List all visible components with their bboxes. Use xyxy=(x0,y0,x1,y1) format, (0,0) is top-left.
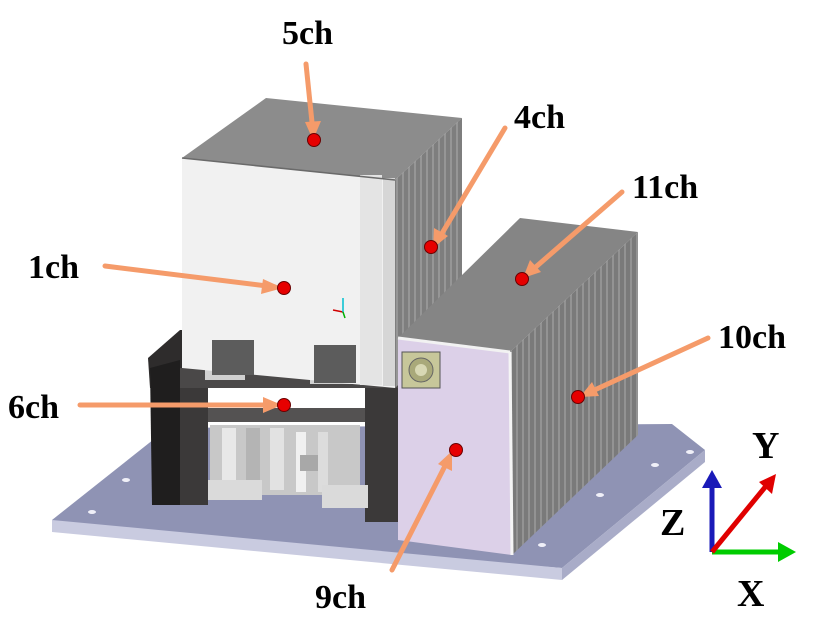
axis-y-label: Y xyxy=(752,425,779,467)
arrowhead-4ch xyxy=(433,228,448,248)
axis-z-head xyxy=(702,470,722,488)
arrowhead-11ch xyxy=(523,260,541,278)
arrowhead-9ch xyxy=(438,451,452,471)
arrowhead-10ch xyxy=(580,382,599,397)
sensor-6ch xyxy=(277,398,291,412)
sensor-11ch xyxy=(515,272,529,286)
slide-mechanism xyxy=(208,425,368,508)
sensor-points xyxy=(277,133,585,457)
label-6ch: 6ch xyxy=(8,389,59,426)
label-1ch: 1ch xyxy=(28,249,79,286)
axis-x-label: X xyxy=(737,573,764,615)
arrow-5ch xyxy=(303,61,316,135)
arrow-9ch xyxy=(389,457,451,573)
axis-triad: Y Z X xyxy=(660,425,796,615)
callout-arrows xyxy=(77,61,711,573)
arrow-heads xyxy=(261,121,599,471)
sensor-5ch xyxy=(307,133,321,147)
axis-x-head xyxy=(778,542,796,562)
label-5ch: 5ch xyxy=(282,15,333,52)
sensor-1ch xyxy=(277,281,291,295)
axis-y-head xyxy=(759,474,776,494)
arrowhead-1ch xyxy=(261,279,283,294)
label-9ch: 9ch xyxy=(315,579,366,616)
sensor-9ch xyxy=(449,443,463,457)
arrow-1ch xyxy=(102,263,278,290)
arrow-4ch xyxy=(435,125,508,243)
axis-y-line xyxy=(710,484,768,554)
arrow-10ch xyxy=(585,335,711,396)
sensor-4ch xyxy=(424,240,438,254)
label-10ch: 10ch xyxy=(718,319,786,356)
arrowhead-6ch xyxy=(263,397,282,413)
arrowhead-5ch xyxy=(305,121,321,140)
arrow-11ch xyxy=(527,189,625,275)
label-11ch: 11ch xyxy=(632,169,698,206)
label-4ch: 4ch xyxy=(514,99,565,136)
channel-labels: 5ch 4ch 11ch 1ch 10ch 6ch 9ch xyxy=(8,15,786,616)
axis-z-label: Z xyxy=(660,502,685,544)
sensor-10ch xyxy=(571,390,585,404)
